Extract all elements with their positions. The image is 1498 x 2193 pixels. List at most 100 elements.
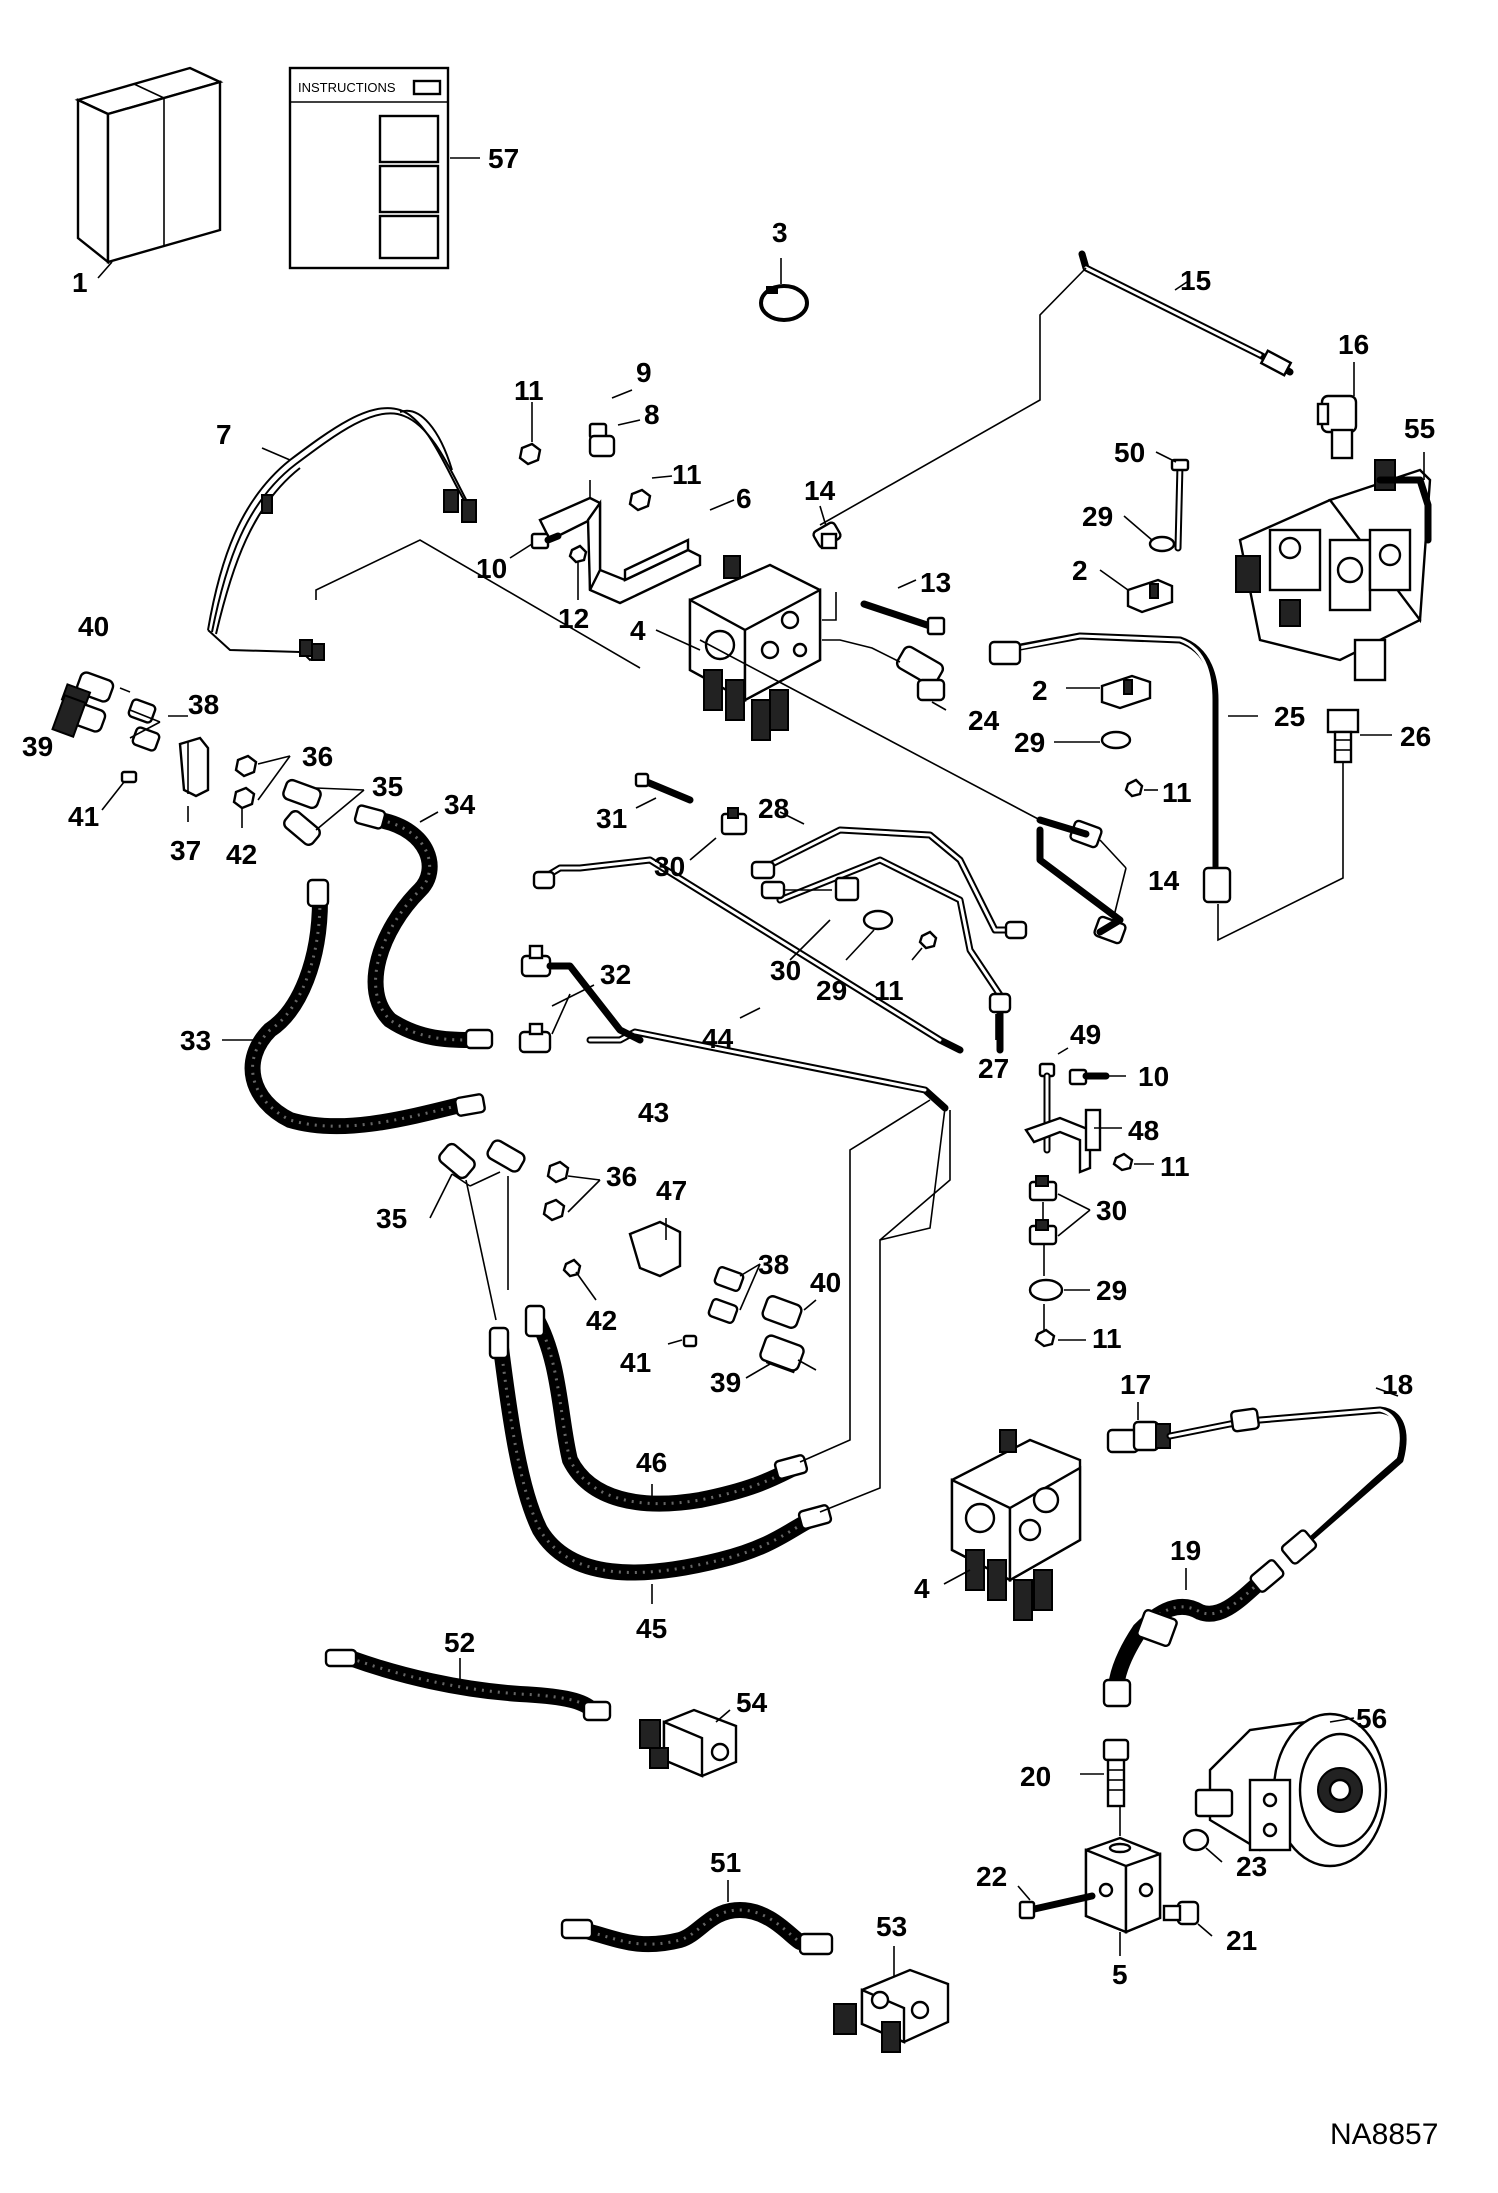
callout-15: 15 bbox=[1180, 265, 1211, 296]
callout-49: 49 bbox=[1070, 1019, 1101, 1050]
callout-53: 53 bbox=[876, 1911, 907, 1942]
bracket-48 bbox=[1024, 1108, 1102, 1174]
callout-41-b: 41 bbox=[620, 1347, 651, 1378]
callout-29-a: 29 bbox=[1082, 501, 1113, 532]
wire-harness-7 bbox=[207, 407, 477, 662]
callout-41-a: 41 bbox=[68, 801, 99, 832]
callout-30-a: 30 bbox=[654, 851, 685, 882]
callout-17: 17 bbox=[1120, 1369, 1151, 1400]
callout-28: 28 bbox=[758, 793, 789, 824]
callout-23: 23 bbox=[1236, 1851, 1267, 1882]
callout-57: 57 bbox=[488, 143, 519, 174]
callout-40-b: 40 bbox=[810, 1267, 841, 1298]
instructions-sheet: INSTRUCTIONS bbox=[288, 66, 450, 270]
fitting-26 bbox=[1326, 708, 1360, 764]
callout-54: 54 bbox=[736, 1687, 768, 1718]
callout-51: 51 bbox=[710, 1847, 741, 1878]
callout-12: 12 bbox=[558, 603, 589, 634]
callout-5: 5 bbox=[1112, 1959, 1128, 1990]
callout-29-b: 29 bbox=[1014, 727, 1045, 758]
valve-54 bbox=[639, 1708, 738, 1778]
tee-32-top bbox=[520, 944, 552, 978]
callout-35-b: 35 bbox=[376, 1203, 407, 1234]
callout-25: 25 bbox=[1274, 701, 1305, 732]
callout-8: 8 bbox=[644, 399, 660, 430]
callout-14-a: 14 bbox=[804, 475, 836, 506]
callout-11-f: 11 bbox=[1092, 1323, 1122, 1354]
fitting-20 bbox=[1102, 1738, 1130, 1808]
callout-50: 50 bbox=[1114, 437, 1145, 468]
clamp-30-top bbox=[720, 807, 748, 836]
callout-4-b: 4 bbox=[914, 1573, 930, 1604]
bolt-10 bbox=[530, 532, 562, 550]
callout-46: 46 bbox=[636, 1447, 667, 1478]
callout-7: 7 bbox=[216, 419, 232, 450]
callout-56: 56 bbox=[1356, 1703, 1387, 1734]
callout-52: 52 bbox=[444, 1627, 475, 1658]
callout-18: 18 bbox=[1382, 1369, 1413, 1400]
clamp-2-bottom bbox=[1100, 674, 1152, 710]
callout-10-b: 10 bbox=[1138, 1061, 1169, 1092]
box-part bbox=[74, 66, 224, 265]
callout-2-a: 2 bbox=[1072, 555, 1088, 586]
callout-39-b: 39 bbox=[710, 1367, 741, 1398]
callout-6: 6 bbox=[736, 483, 752, 514]
callout-2-b: 2 bbox=[1032, 675, 1048, 706]
callout-26: 26 bbox=[1400, 721, 1431, 752]
callout-13: 13 bbox=[920, 567, 951, 598]
fitting-14-top bbox=[812, 521, 842, 550]
callout-45: 45 bbox=[636, 1613, 667, 1644]
callout-14-b: 14 bbox=[1148, 865, 1180, 896]
callout-30-c: 30 bbox=[1096, 1195, 1127, 1226]
callout-43: 43 bbox=[638, 1097, 669, 1128]
callout-24: 24 bbox=[968, 705, 1000, 736]
callout-29-d: 29 bbox=[1096, 1275, 1127, 1306]
callout-4-a: 4 bbox=[630, 615, 646, 646]
callout-labels: 1 57 3 15 16 55 7 11 9 8 11 6 14 50 29 2… bbox=[22, 143, 1435, 1990]
callout-42-a: 42 bbox=[226, 839, 257, 870]
valve-53 bbox=[833, 1968, 950, 2053]
nut-8 bbox=[588, 434, 616, 458]
callout-11-b: 11 bbox=[672, 459, 702, 490]
callout-33: 33 bbox=[180, 1025, 211, 1056]
callout-38-a: 38 bbox=[188, 689, 219, 720]
callout-19: 19 bbox=[1170, 1535, 1201, 1566]
callout-11-c: 11 bbox=[1162, 777, 1192, 808]
callout-34: 34 bbox=[444, 789, 476, 820]
callout-22: 22 bbox=[976, 1861, 1007, 1892]
hose-clamp bbox=[759, 284, 809, 322]
clamp-2-top bbox=[1126, 578, 1174, 614]
control-valve-55 bbox=[1235, 459, 1432, 682]
elbow-fitting-16 bbox=[1316, 394, 1358, 460]
bracket-6 bbox=[538, 496, 702, 605]
callout-11-a: 11 bbox=[514, 375, 544, 406]
callout-16: 16 bbox=[1338, 329, 1369, 360]
callout-47: 47 bbox=[656, 1175, 687, 1206]
callout-36-b: 36 bbox=[606, 1161, 637, 1192]
callout-55: 55 bbox=[1404, 413, 1435, 444]
callout-38-b: 38 bbox=[758, 1249, 789, 1280]
coupler-cluster-bottom bbox=[438, 1139, 805, 1374]
tee-32-bottom bbox=[518, 1022, 552, 1054]
callout-27: 27 bbox=[978, 1053, 1009, 1084]
instructions-title: INSTRUCTIONS bbox=[298, 80, 396, 95]
block-5 bbox=[1084, 1836, 1162, 1934]
callout-36-a: 36 bbox=[302, 741, 333, 772]
callout-44: 44 bbox=[702, 1023, 734, 1054]
callout-1: 1 bbox=[72, 267, 88, 298]
drawing-code: NA8857 bbox=[1330, 2118, 1438, 2151]
callout-32: 32 bbox=[600, 959, 631, 990]
callout-21: 21 bbox=[1226, 1925, 1257, 1956]
callout-29-c: 29 bbox=[816, 975, 847, 1006]
callout-20: 20 bbox=[1020, 1761, 1051, 1792]
callout-42-b: 42 bbox=[586, 1305, 617, 1336]
callout-39-a: 39 bbox=[22, 731, 53, 762]
callout-10-a: 10 bbox=[476, 553, 507, 584]
elbow-24 bbox=[895, 645, 946, 702]
callout-11-e: 11 bbox=[1160, 1151, 1190, 1182]
valve-4-bottom bbox=[950, 1429, 1082, 1621]
motor-56 bbox=[1194, 1712, 1388, 1868]
callout-35-a: 35 bbox=[372, 771, 403, 802]
callout-9: 9 bbox=[636, 357, 652, 388]
